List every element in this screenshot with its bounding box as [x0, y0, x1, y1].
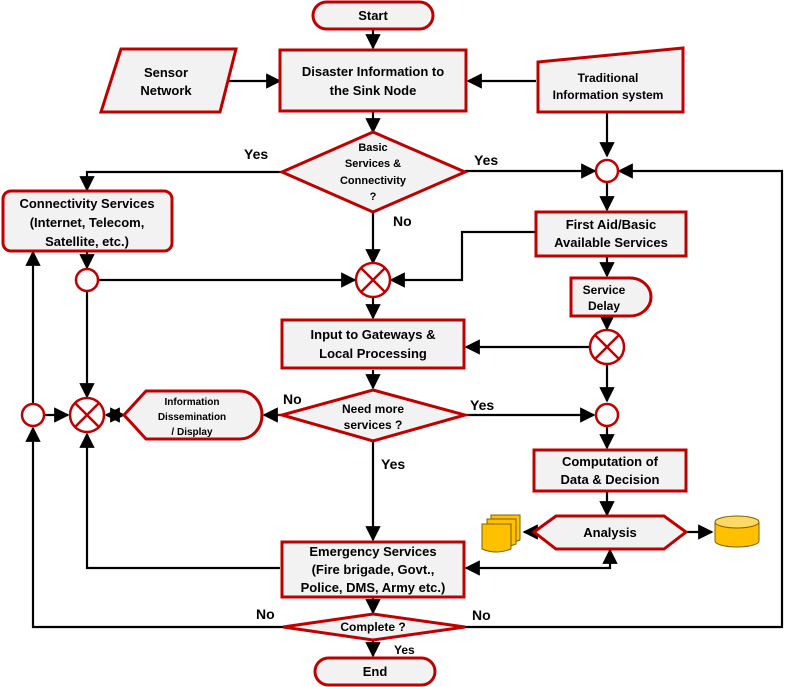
- edge-labels: Yes Yes No No Yes Yes No No Yes: [244, 146, 498, 657]
- start-node: Start: [311, 0, 435, 31]
- basic-services-label-3: Connectivity: [340, 175, 407, 187]
- basic-services-label-1: Basic: [358, 142, 387, 154]
- complete-label: Complete ?: [340, 620, 405, 634]
- complete-decision: Complete ?: [282, 612, 466, 642]
- end-label: End: [363, 664, 388, 679]
- computation-label-2: Data & Decision: [561, 472, 660, 487]
- edge-label-basic-yes-right: Yes: [474, 152, 498, 168]
- need-more-label-1: Need more: [342, 402, 404, 416]
- traditional-info-node: Traditional Information system: [536, 46, 685, 114]
- computation-label-1: Computation of: [562, 454, 659, 469]
- disaster-info-node: Disaster Information to the Sink Node: [278, 48, 468, 113]
- edge-analysis-emergency: [464, 548, 618, 576]
- edge-label-basic-yes-left: Yes: [244, 146, 268, 162]
- database-icon: [714, 515, 760, 548]
- edge-complete-no-j4: [25, 426, 283, 629]
- sensor-network-node: Sensor Network: [98, 47, 238, 114]
- computation-node: Computation of Data & Decision: [532, 448, 688, 493]
- edges: [25, 29, 784, 658]
- service-delay-label-2: Delay: [588, 299, 620, 313]
- edge-label-complete-no-right: No: [472, 607, 491, 623]
- emergency-label-2: (Fire brigade, Govt.,: [312, 562, 435, 577]
- connectivity-services-node: Connectivity Services (Internet, Telecom…: [1, 189, 174, 253]
- edge-label-complete-no-left: No: [256, 606, 275, 622]
- edge-emergency-x3: [79, 432, 280, 570]
- end-node: End: [313, 656, 437, 687]
- traditional-info-label-2: Information system: [553, 88, 664, 102]
- edge-label-complete-yes: Yes: [394, 643, 415, 657]
- emergency-services-node: Emergency Services (Fire brigade, Govt.,…: [280, 540, 466, 599]
- disaster-info-label-1: Disaster Information to: [302, 64, 444, 79]
- junction-circle-j2: [74, 267, 100, 293]
- edge-complete-no-j1: [465, 163, 784, 629]
- edge-basic-yes-connectivity: [79, 170, 282, 192]
- start-label: Start: [358, 8, 388, 23]
- need-more-label-2: services ?: [344, 418, 403, 432]
- gateways-node: Input to Gateways & Local Processing: [280, 318, 466, 370]
- merge-x-junction-3: [68, 396, 106, 434]
- merge-x-junction-2: [588, 328, 626, 366]
- sensor-network-label-1: Sensor: [144, 65, 188, 80]
- dissemination-label-3: / Display: [171, 427, 213, 438]
- first-aid-label-1: First Aid/Basic: [566, 217, 657, 232]
- analysis-node: Analysis: [531, 514, 689, 551]
- edge-label-needmore-yes-right: Yes: [470, 397, 494, 413]
- first-aid-node: First Aid/Basic Available Services: [534, 210, 688, 258]
- traditional-info-label-1: Traditional: [578, 71, 639, 85]
- sensor-network-label-2: Network: [140, 83, 192, 98]
- junction-circle-j3: [594, 402, 620, 428]
- documents-icon: [481, 514, 521, 553]
- connectivity-label-1: Connectivity Services: [19, 196, 154, 211]
- merge-x-junction-1: [354, 261, 392, 299]
- service-delay-label-1: Service: [583, 283, 626, 297]
- basic-services-label-4: ?: [370, 191, 377, 203]
- dissemination-node: Information Dissemination / Display: [121, 389, 264, 441]
- need-more-decision: Need more services ?: [276, 388, 471, 443]
- edge-label-needmore-yes-down: Yes: [381, 456, 405, 472]
- analysis-label: Analysis: [583, 525, 636, 540]
- service-delay-node: Service Delay: [569, 276, 653, 318]
- first-aid-label-2: Available Services: [554, 235, 668, 250]
- emergency-label-1: Emergency Services: [309, 544, 436, 559]
- edge-label-basic-no: No: [393, 213, 412, 229]
- junction-circle-j1: [594, 158, 620, 184]
- gateways-label-1: Input to Gateways &: [311, 327, 436, 342]
- gateways-label-2: Local Processing: [319, 346, 427, 361]
- dissemination-label-1: Information: [165, 397, 220, 408]
- disaster-info-label-2: the Sink Node: [330, 83, 417, 98]
- basic-services-decision: Basic Services & Connectivity ?: [278, 130, 469, 214]
- junction-circle-j4: [20, 402, 46, 428]
- basic-services-label-2: Services &: [345, 158, 401, 170]
- edge-firstaid-x1: [389, 230, 536, 288]
- connectivity-label-3: Satellite, etc.): [45, 234, 129, 249]
- connectivity-label-2: (Internet, Telecom,: [30, 215, 145, 230]
- emergency-label-3: Police, DMS, Army etc.): [301, 580, 446, 595]
- dissemination-label-2: Dissemination: [158, 412, 226, 423]
- edge-label-needmore-no: No: [283, 391, 302, 407]
